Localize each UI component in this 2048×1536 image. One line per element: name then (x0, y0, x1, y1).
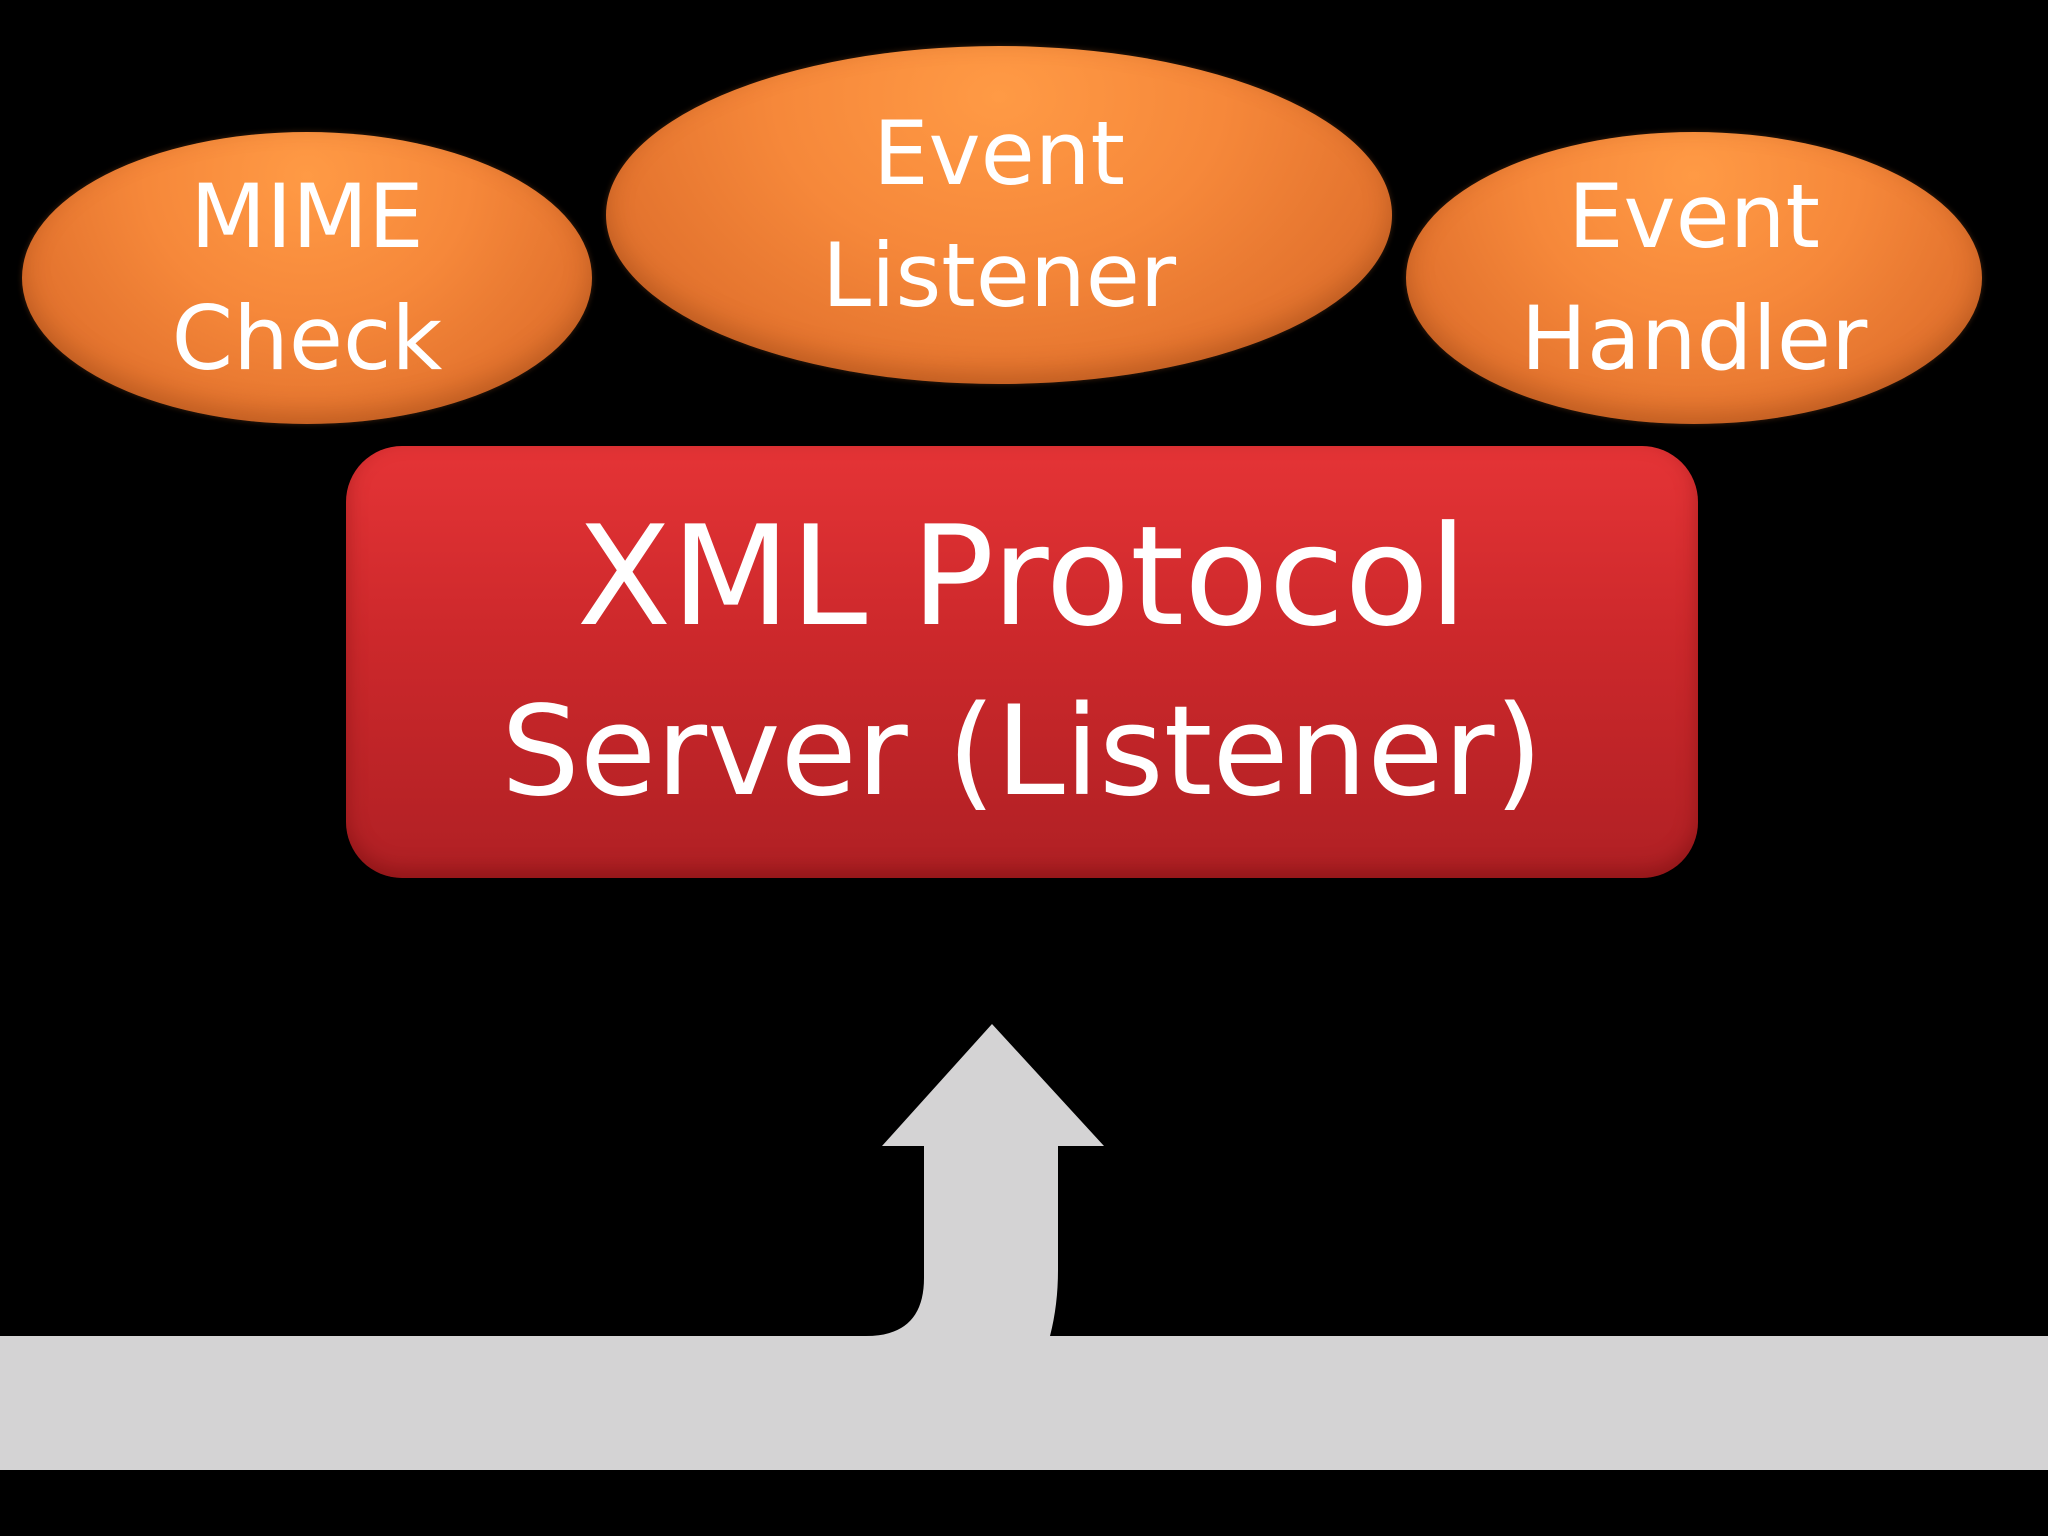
server-subtitle: Server (Listener) (501, 680, 1543, 824)
server-title: XML Protocol (576, 496, 1468, 657)
event-handler-oval: Event Handler (1406, 132, 1982, 424)
xml-protocol-server-box: XML Protocol Server (Listener) (346, 446, 1698, 878)
flow-arrow-path (0, 1024, 2048, 1470)
mime-check-oval: MIME Check (22, 132, 592, 424)
mime-check-label: MIME Check (171, 165, 443, 390)
event-handler-label: Event Handler (1520, 165, 1868, 390)
event-listener-oval: Event Listener (606, 46, 1392, 384)
event-listener-label: Event Listener (821, 102, 1177, 327)
